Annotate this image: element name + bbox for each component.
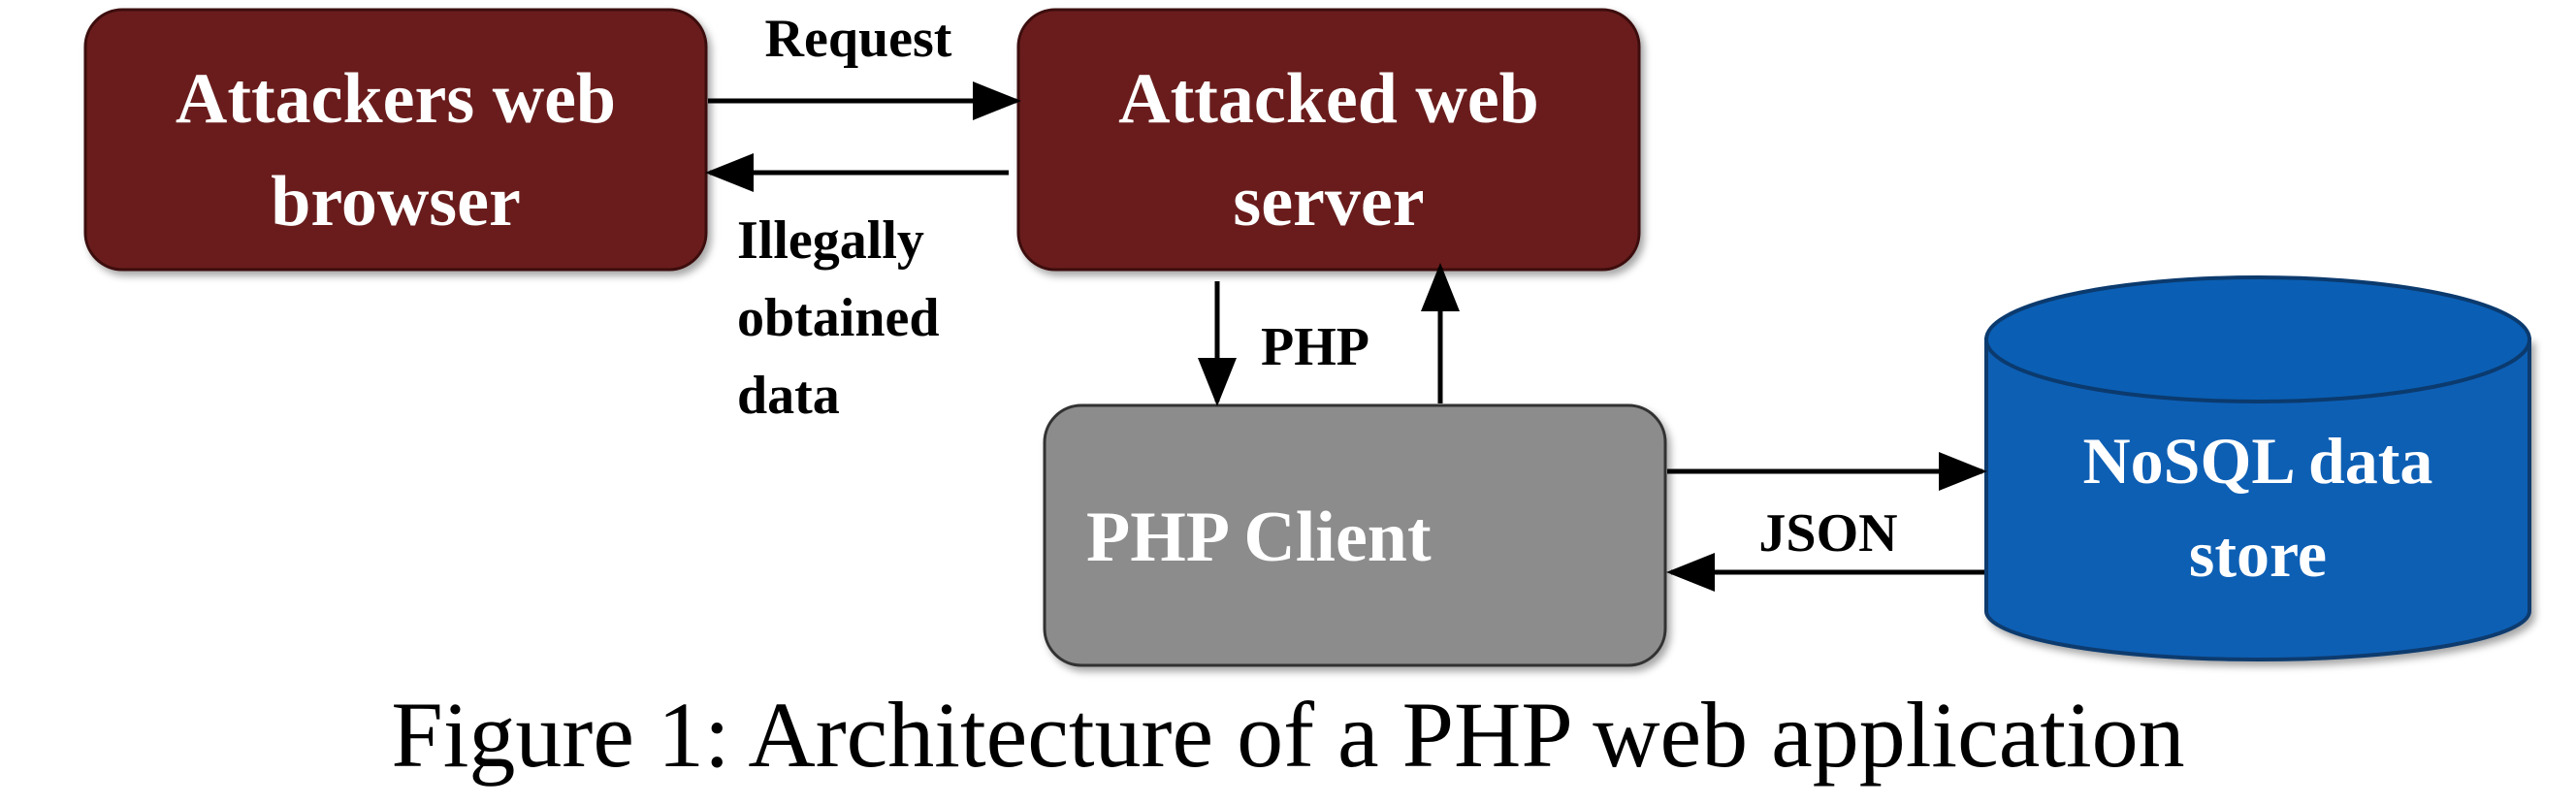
attacker-browser-label-line2: browser bbox=[271, 162, 521, 242]
json-label: JSON bbox=[1758, 503, 1897, 564]
illegal-data-label-line1: Illegally bbox=[737, 210, 924, 271]
illegal-data-label-line3: data bbox=[737, 366, 840, 426]
request-label: Request bbox=[765, 9, 952, 69]
figure-caption: Figure 1: Architecture of a PHP web appl… bbox=[391, 683, 2184, 787]
php-client-node: PHP Client bbox=[1043, 403, 1667, 667]
php-client-label: PHP Client bbox=[1086, 498, 1432, 577]
attacker-browser-label-line1: Attackers web bbox=[176, 59, 616, 139]
nosql-store-node: NoSQL data store bbox=[1984, 275, 2531, 661]
nosql-store-label-line1: NoSQL data bbox=[2083, 424, 2433, 498]
php-label: PHP bbox=[1261, 317, 1369, 377]
database-cylinder-body bbox=[1984, 338, 2531, 661]
attacked-server-label-line2: server bbox=[1233, 162, 1424, 242]
attacked-server-node: Attacked web server bbox=[1016, 8, 1641, 272]
nosql-store-label-line2: store bbox=[2189, 517, 2327, 591]
attacked-server-label-line1: Attacked web bbox=[1118, 59, 1539, 139]
database-cylinder-top bbox=[1984, 275, 2531, 403]
attacker-browser-node: Attackers web browser bbox=[83, 8, 708, 272]
illegal-data-label-line2: obtained bbox=[737, 288, 940, 348]
